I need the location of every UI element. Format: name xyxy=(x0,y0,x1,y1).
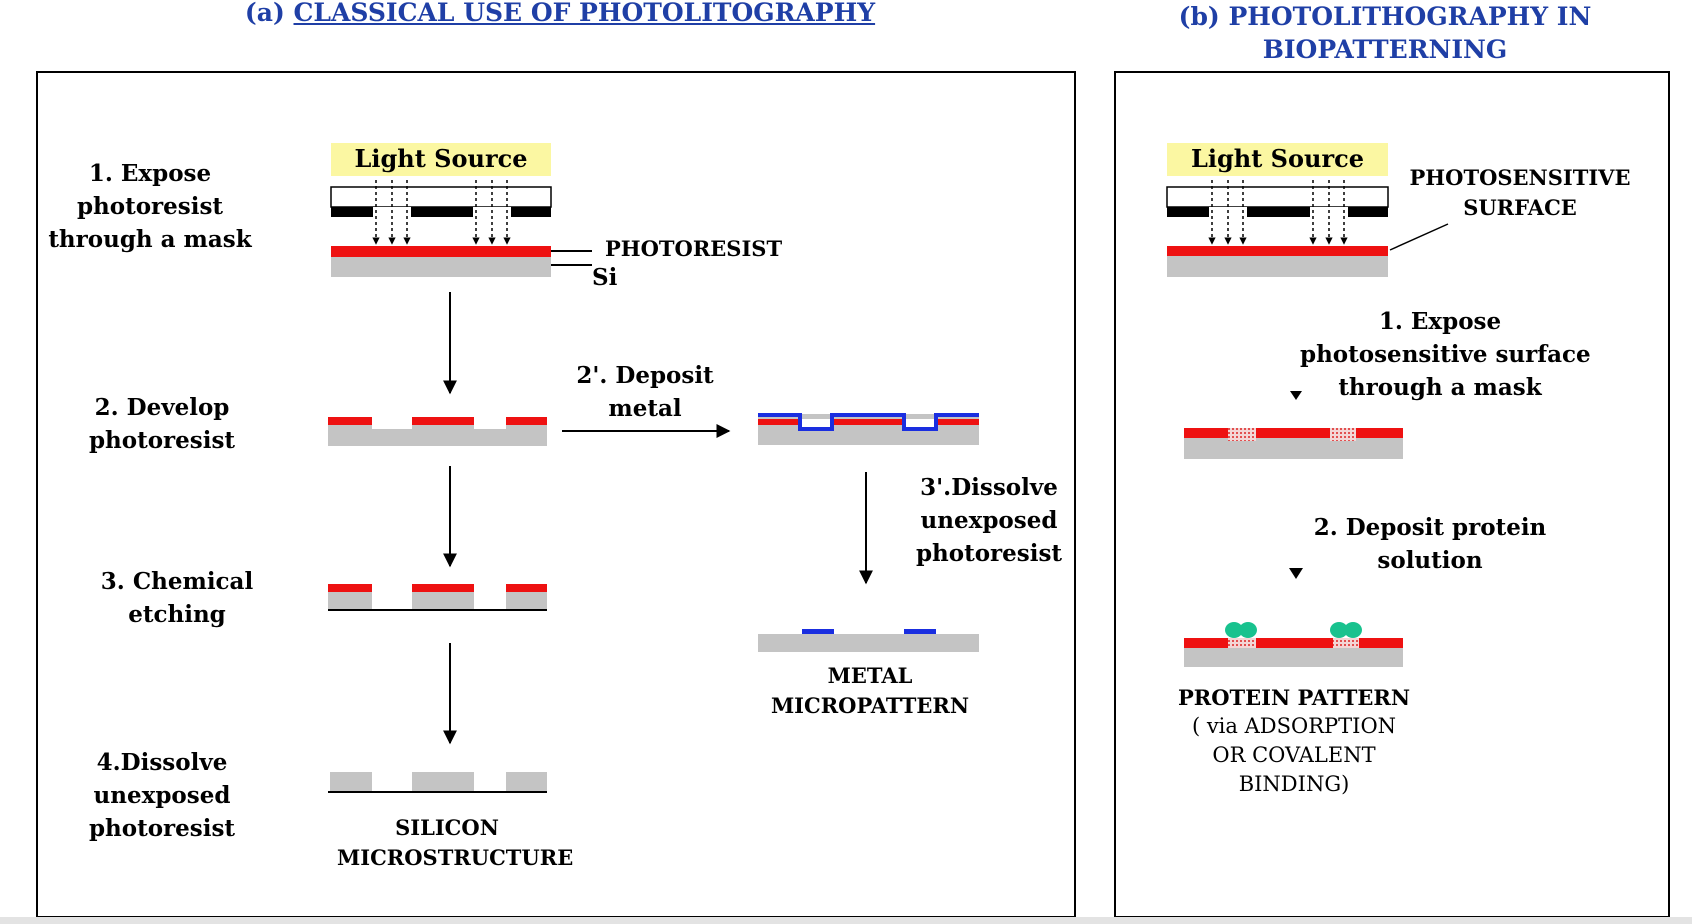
panel-b-step2-label: 2. Deposit protein solution xyxy=(1313,514,1547,574)
panel-b-mask-glass xyxy=(1166,186,1389,208)
panel-b-surface-label: PHOTOSENSITIVE SURFACE xyxy=(1409,165,1631,220)
panel-a-developed-stack xyxy=(328,417,547,446)
panel-b-arrowhead-2 xyxy=(1289,568,1303,579)
panel-a-title-prefix: (a) xyxy=(244,0,285,27)
panel-a-title-text: CLASSICAL USE OF PHOTOLITOGRAPHY xyxy=(293,0,876,27)
panel-b-title-line1: (b) PHOTOLITHOGRAPHY IN xyxy=(1178,2,1592,31)
panel-b-protein-stack xyxy=(1184,622,1403,667)
panel-b-light-source-label: Light Source xyxy=(1191,144,1364,173)
panel-b-result-label: PROTEIN PATTERN ( via ADSORPTION OR COVA… xyxy=(1177,685,1411,796)
panel-b-exposed-stack xyxy=(1184,428,1403,459)
step3p-label: 3'.Dissolve unexposed photoresist xyxy=(915,474,1063,567)
result-silicon-label: SILICON MICROSTRUCTURE xyxy=(337,815,574,870)
result-metal-label: METAL MICROPATTERN xyxy=(770,663,970,718)
panel-b-title: (b) PHOTOLITHOGRAPHY IN BIOPATTERNING xyxy=(1150,0,1620,66)
step2p-label: 2'. Deposit metal xyxy=(576,362,714,422)
panel-a-mask-opaque xyxy=(331,207,551,217)
step3-label: 3. Chemical etching xyxy=(100,568,254,628)
panel-a-metal-micropattern-stack xyxy=(758,629,979,652)
panel-b-arrowhead-1 xyxy=(1290,391,1302,400)
panel-a-exposure-setup xyxy=(330,143,592,277)
panel-b-mask-opaque xyxy=(1167,207,1388,217)
panel-b-title-line2: BIOPATTERNING xyxy=(1262,35,1508,64)
panel-a-photoresist-layer xyxy=(331,246,551,257)
step2-label: 2. Develop photoresist xyxy=(88,394,236,454)
bottom-border xyxy=(0,917,1692,924)
panel-b-exposure-setup xyxy=(1166,143,1449,277)
label-si: Si xyxy=(592,264,618,291)
panel-a-silicon-microstructure-stack xyxy=(328,772,547,793)
step4-label: 4.Dissolve unexposed photoresist xyxy=(88,749,236,842)
panel-a-light-source-label: Light Source xyxy=(354,144,528,173)
panel-b-step1-label: 1. Expose photosensitive surface through… xyxy=(1300,308,1591,401)
panel-a-silicon-layer xyxy=(331,257,551,277)
panel-a-metal-deposit-stack xyxy=(758,413,979,445)
panel-a-etched-stack xyxy=(328,584,547,611)
panel-b-light-source-box xyxy=(1167,143,1388,176)
step1-label: 1. Expose photoresist through a mask xyxy=(48,160,252,253)
panel-a-title: (a) CLASSICAL USE OF PHOTOLITOGRAPHY xyxy=(240,0,880,29)
label-photoresist: PHOTORESIST xyxy=(605,236,783,261)
panel-a-light-source-box xyxy=(331,143,551,176)
panel-a-mask-glass xyxy=(330,186,552,208)
